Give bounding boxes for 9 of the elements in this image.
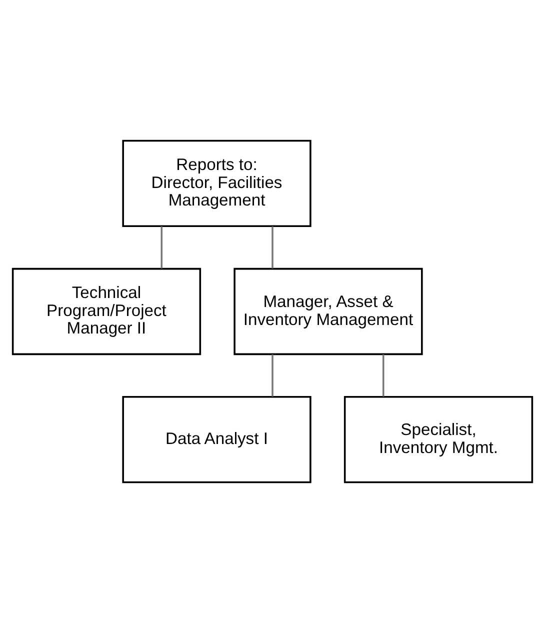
connector: [272, 226, 274, 268]
node-box: Specialist, Inventory Mgmt.: [344, 396, 534, 483]
connector: [382, 354, 384, 396]
node-box: Reports to: Director, Facilities Management: [122, 139, 312, 226]
node-box: Manager, Asset & Inventory Management: [234, 267, 423, 355]
connector: [272, 354, 274, 396]
node-box: Data Analyst I: [122, 396, 312, 483]
connector: [160, 226, 163, 268]
node-box: Technical Program/Project Manager II: [12, 267, 202, 355]
